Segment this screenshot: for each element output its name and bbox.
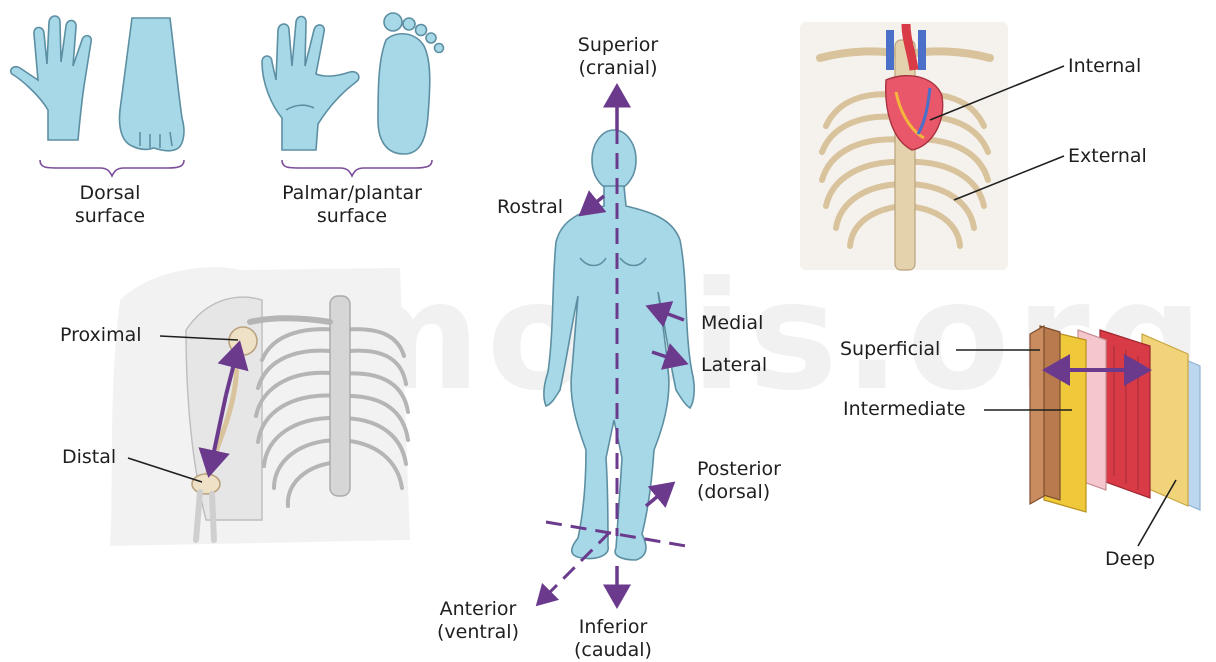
deep-label: Deep: [1105, 548, 1155, 571]
palmar-bracket: [282, 160, 432, 176]
superior-label: Superior (cranial): [558, 34, 678, 80]
dorsal-hand-icon: [11, 16, 92, 140]
proximal-label: Proximal: [60, 324, 142, 347]
posterior-label: Posterior (dorsal): [697, 458, 781, 504]
inferior-label-line2: (caudal): [563, 639, 663, 662]
dorsal-label-line1: Dorsal: [50, 182, 170, 205]
inferior-label: Inferior (caudal): [563, 616, 663, 662]
human-figure-illustration: [544, 130, 694, 560]
dorsal-foot-icon: [120, 18, 184, 151]
rostral-label: Rostral: [497, 196, 563, 219]
medial-label: Medial: [701, 312, 763, 335]
dorsal-bracket: [40, 160, 184, 176]
arm-skeleton-illustration: [110, 267, 410, 546]
superior-label-line1: Superior: [558, 34, 678, 57]
anterior-label-line2: (ventral): [428, 621, 528, 644]
external-label: External: [1068, 145, 1147, 168]
palmar-label-line2: surface: [262, 205, 442, 228]
palmar-surface-label: Palmar/plantar surface: [262, 182, 442, 228]
superficial-label: Superficial: [840, 338, 940, 361]
intermediate-label: Intermediate: [843, 398, 966, 421]
posterior-label-line1: Posterior: [697, 458, 781, 481]
dorsal-surface-label: Dorsal surface: [50, 182, 170, 228]
superior-label-line2: (cranial): [558, 57, 678, 80]
dorsal-label-line2: surface: [50, 205, 170, 228]
posterior-label-line2: (dorsal): [697, 481, 781, 504]
palmar-hand-icon: [262, 16, 359, 150]
inferior-label-line1: Inferior: [563, 616, 663, 639]
palmar-label-line1: Palmar/plantar: [262, 182, 442, 205]
internal-label: Internal: [1068, 55, 1141, 78]
anterior-label: Anterior (ventral): [428, 598, 528, 644]
plantar-foot-icon: [378, 13, 444, 154]
distal-label: Distal: [62, 446, 116, 469]
thorax-heart-illustration: [800, 22, 1008, 270]
lateral-label: Lateral: [701, 354, 767, 377]
anterior-label-line1: Anterior: [428, 598, 528, 621]
